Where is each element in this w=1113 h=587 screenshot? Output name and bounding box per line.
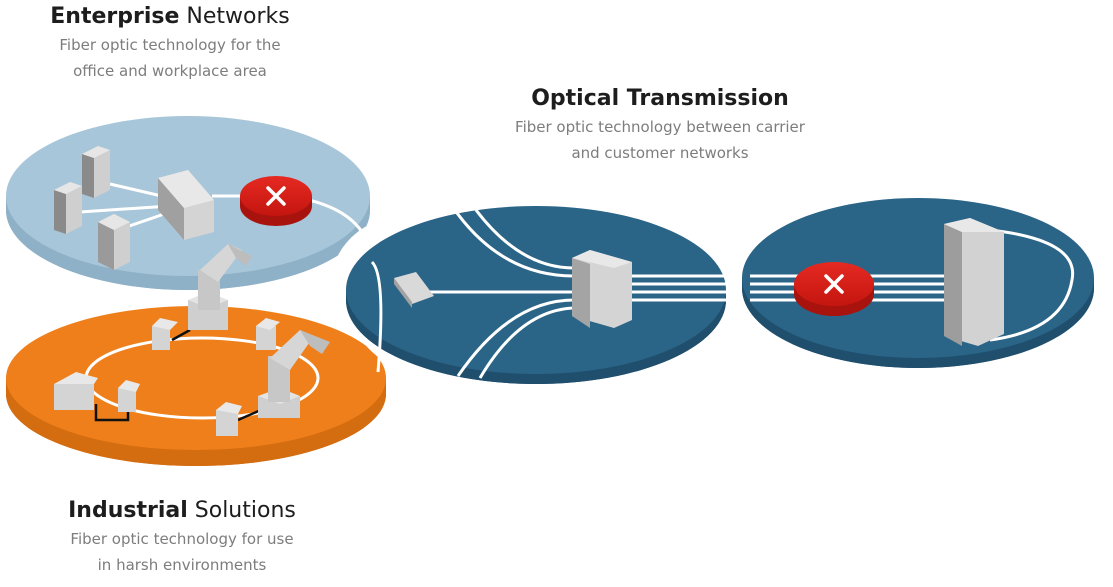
optical-disc-right-top [742, 198, 1094, 358]
industrial-subtitle-line1: Fiber optic technology for use [70, 530, 294, 548]
enterprise-networks-title: Enterprise Networks [10, 2, 330, 32]
industrial-solutions-caption: Industrial Solutions Fiber optic technol… [22, 496, 342, 578]
optical-transmission-caption: Optical Transmission Fiber optic technol… [480, 84, 840, 166]
industrial-title-bold: Industrial [68, 498, 188, 523]
optical-title-bold: Optical Transmission [531, 86, 789, 111]
industrial-title-rest: Solutions [187, 498, 296, 523]
optical-disc-left-top [346, 206, 726, 374]
server-box-icon [54, 182, 82, 234]
robot-arm-icon [258, 330, 330, 418]
optical-subtitle-line1: Fiber optic technology between carrier [515, 118, 805, 136]
machine-box-icon [54, 372, 98, 410]
wire [171, 328, 191, 342]
enterprise-subtitle-line2: office and workplace area [73, 62, 267, 80]
machine-box-icon [152, 318, 178, 350]
machine-box-icon [118, 380, 140, 412]
small-router-box-icon [394, 272, 434, 308]
switch-box-icon [572, 250, 632, 328]
machine-box-icon [216, 402, 242, 436]
wire [94, 404, 130, 422]
optical-subtitle-line2: and customer networks [571, 144, 749, 162]
enterprise-subtitle-line1: Fiber optic technology for the [59, 36, 281, 54]
industrial-solutions-title: Industrial Solutions [22, 496, 342, 526]
x-mark-router-icon [794, 262, 874, 316]
server-box-icon [82, 146, 110, 198]
optical-transmission-title: Optical Transmission [480, 84, 840, 114]
server-box-icon [98, 214, 130, 270]
server-rack-icon [944, 218, 1004, 346]
optical-disc-left [346, 205, 960, 384]
machine-box-icon [256, 318, 280, 350]
robot-arm-icon [188, 244, 252, 330]
x-mark-router-icon [240, 176, 312, 226]
enterprise-networks-caption: Enterprise Networks Fiber optic technolo… [10, 2, 330, 84]
industrial-subtitle-line2: in harsh environments [97, 556, 267, 574]
enterprise-title-bold: Enterprise [50, 4, 180, 29]
enterprise-title-rest: Networks [179, 4, 290, 29]
switch-box-icon [158, 170, 214, 240]
optical-disc-right [742, 198, 1094, 368]
